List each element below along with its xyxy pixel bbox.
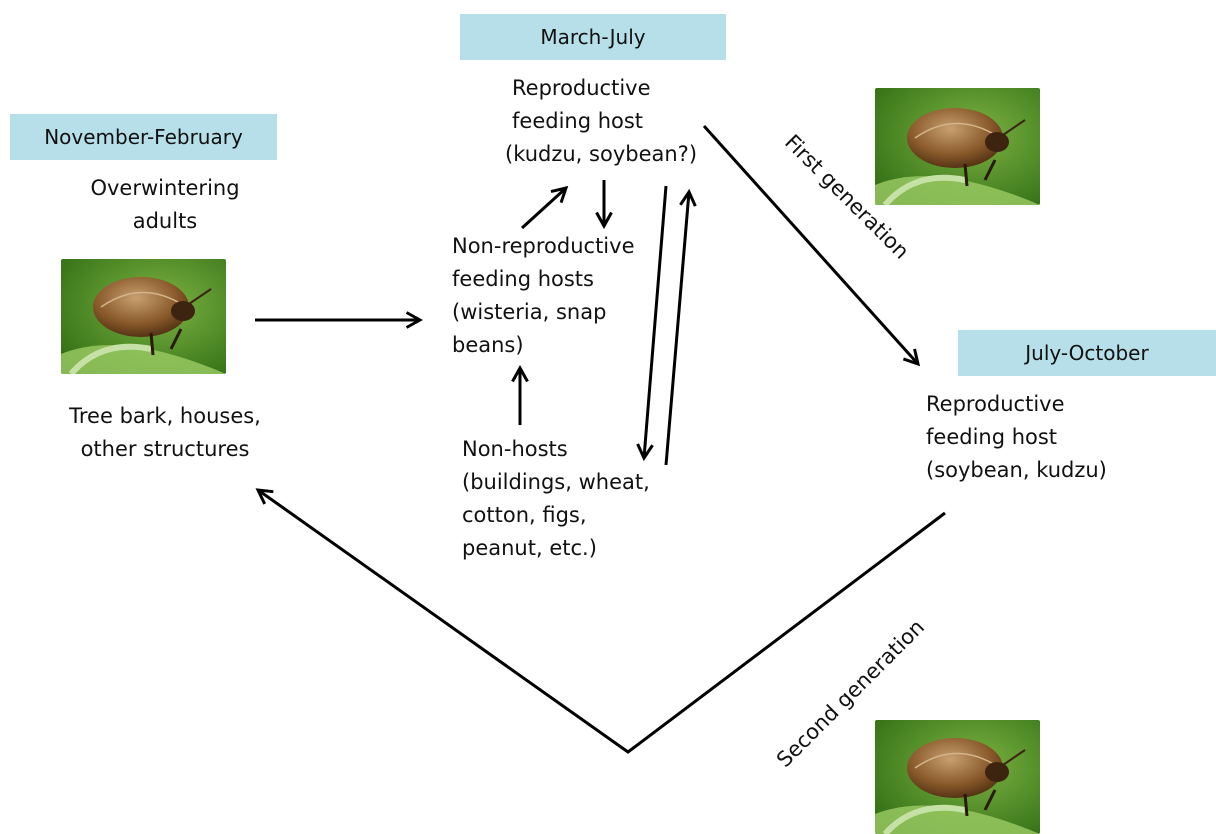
arrow-repro-to-nonhosts xyxy=(644,186,666,458)
arrow-second-generation xyxy=(258,490,945,752)
arrow-first-generation xyxy=(704,126,918,364)
arrow-nonhosts-to-repro xyxy=(666,192,689,465)
arrow-nonrepro-to-repro xyxy=(522,188,566,228)
